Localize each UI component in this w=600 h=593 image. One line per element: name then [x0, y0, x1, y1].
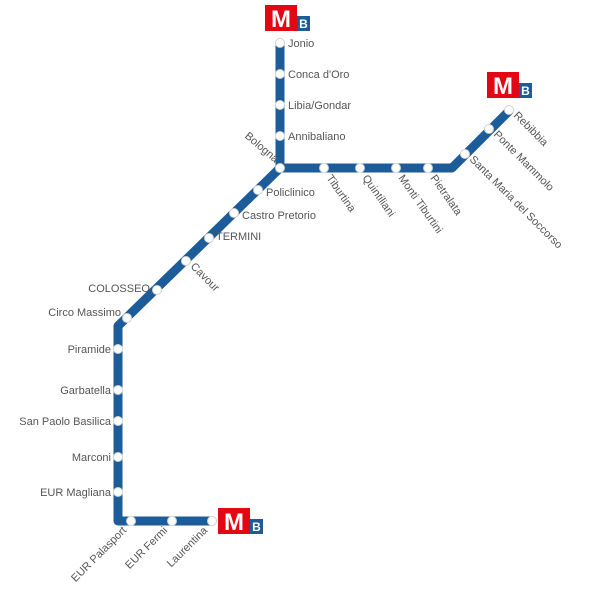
station-marker-annibaliano: [275, 131, 285, 141]
terminus-logo-jonio: M B: [265, 5, 310, 33]
station-marker-libia-gondar: [275, 100, 285, 110]
station-marker-eur-palasport: [126, 516, 136, 526]
station-label-cavour: Cavour: [188, 261, 222, 295]
station-label-laurentina: Laurentina: [165, 524, 211, 570]
svg-text:B: B: [299, 17, 308, 31]
station-marker-bologna: [275, 163, 285, 173]
svg-text:B: B: [521, 84, 530, 98]
station-label-tiburtina: Tiburtina: [324, 173, 359, 215]
station-marker-jonio: [275, 38, 285, 48]
station-label-annibaliano: Annibaliano: [288, 131, 346, 143]
station-label-termini: TERMINI: [216, 231, 261, 243]
station-label-jonio: Jonio: [288, 38, 314, 50]
station-marker-termini: [204, 233, 214, 243]
station-marker-cavour: [181, 256, 191, 266]
station-marker-tiburtina: [319, 163, 329, 173]
svg-text:M: M: [224, 509, 244, 536]
station-label-circo-massimo: Circo Massimo: [48, 307, 121, 319]
station-label-castro-pretorio: Castro Pretorio: [242, 210, 316, 222]
station-label-eur-fermi: EUR Fermi: [123, 525, 170, 572]
station-marker-piramide: [113, 344, 123, 354]
station-label-conca-d-oro: Conca d'Oro: [288, 69, 349, 81]
station-marker-castro-pretorio: [229, 208, 239, 218]
station-label-san-paolo-basilica: San Paolo Basilica: [19, 416, 112, 428]
svg-text:M: M: [493, 73, 513, 100]
station-label-rebibbia: Rebibbia: [511, 110, 551, 150]
station-marker-quintiliani: [355, 163, 365, 173]
station-marker-santa-maria-del-soccorso: [460, 149, 470, 159]
station-marker-garbatella: [113, 385, 123, 395]
station-label-colosseo: COLOSSEO: [88, 283, 150, 295]
terminus-logo-rebibbia: M B: [487, 72, 532, 100]
station-label-quintiliani: Quintiliani: [360, 173, 398, 219]
station-marker-rebibbia: [504, 105, 514, 115]
station-label-santa-maria-del-soccorso: Santa Maria del Soccorso: [467, 154, 565, 252]
station-label-libia-gondar: Libia/Gondar: [288, 100, 351, 112]
station-marker-pietralata: [423, 163, 433, 173]
svg-text:B: B: [252, 520, 261, 534]
station-marker-colosseo: [152, 285, 162, 295]
station-marker-laurentina: [207, 516, 217, 526]
station-marker-policlinico: [253, 185, 263, 195]
svg-text:M: M: [271, 6, 291, 33]
terminus-logo-laurentina: M B: [218, 508, 263, 536]
station-marker-conca-d-oro: [275, 69, 285, 79]
station-label-piramide: Piramide: [68, 344, 111, 356]
station-marker-monti-tiburtini: [391, 163, 401, 173]
station-marker-circo-massimo: [122, 313, 132, 323]
station-marker-marconi: [113, 452, 123, 462]
station-label-policlinico: Policlinico: [266, 187, 315, 199]
station-label-eur-magliana: EUR Magliana: [40, 487, 112, 499]
station-marker-san-paolo-basilica: [113, 416, 123, 426]
station-marker-eur-magliana: [113, 487, 123, 497]
station-label-garbatella: Garbatella: [60, 385, 112, 397]
station-marker-eur-fermi: [167, 516, 177, 526]
station-label-marconi: Marconi: [72, 452, 111, 464]
station-marker-ponte-mammolo: [484, 124, 494, 134]
station-label-eur-palasport: EUR Palasport: [69, 525, 129, 585]
